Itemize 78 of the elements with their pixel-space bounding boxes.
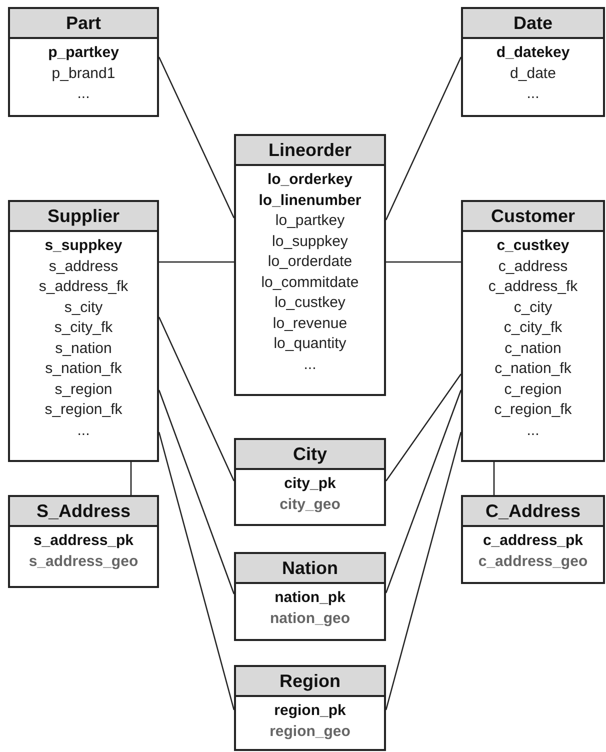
connector-line	[158, 56, 235, 218]
key-field: c_custkey	[496, 236, 570, 256]
key-field: d_datekey	[496, 43, 570, 64]
table-header: City	[236, 440, 384, 470]
field-name: ...	[526, 420, 540, 440]
field-name: c_address	[498, 256, 568, 276]
field-name: lo_custkey	[274, 293, 346, 313]
connector-line	[493, 462, 495, 495]
field-name: city_geo	[280, 494, 340, 514]
key-field: region_pk	[274, 701, 346, 722]
field-name: lo_partkey	[275, 211, 345, 231]
key-field: nation_pk	[274, 588, 346, 608]
table-box	[234, 552, 386, 641]
field-name: s_city	[64, 298, 103, 318]
connector-line	[385, 432, 462, 710]
key-field: s_address_pk	[33, 531, 134, 552]
table-header: Region	[236, 667, 384, 697]
field-name: lo_quantity	[274, 334, 346, 354]
table-header: Part	[10, 9, 157, 39]
field-name: s_address_geo	[28, 552, 138, 572]
field-name: d_date	[510, 64, 556, 84]
connector-line	[385, 390, 462, 594]
field-name: s_nation	[55, 338, 112, 358]
field-name: ...	[77, 84, 90, 104]
field-name: s_region_fk	[44, 400, 122, 420]
field-name: lo_commitdate	[261, 272, 359, 292]
table-header: Lineorder	[236, 136, 384, 166]
table-header: Supplier	[10, 202, 157, 232]
field-name: ...	[77, 420, 90, 440]
table-header: C_Address	[463, 497, 603, 527]
key-field: lo_linenumber	[258, 190, 362, 211]
key-field: city_pk	[284, 474, 336, 494]
field-name: c_city_fk	[504, 318, 562, 338]
field-name: c_address_geo	[478, 552, 588, 572]
field-name: s_city_fk	[54, 318, 113, 338]
connector-line	[158, 316, 235, 482]
key-field: lo_orderkey	[267, 170, 353, 190]
field-name: c_region_fk	[494, 400, 572, 420]
key-field: s_suppkey	[44, 236, 122, 256]
field-name: c_region	[504, 380, 562, 400]
field-name: p_brand1	[52, 64, 116, 84]
field-name: lo_suppkey	[272, 232, 348, 252]
connector-line	[385, 56, 462, 220]
table-header: Nation	[236, 554, 384, 584]
table-box	[461, 7, 605, 117]
table-box	[8, 495, 159, 588]
connector-line	[158, 432, 235, 710]
connector-line	[385, 374, 462, 482]
table-header: S_Address	[10, 497, 157, 527]
field-name: c_nation_fk	[494, 359, 572, 379]
field-name: c_nation	[504, 338, 562, 358]
key-field: p_partkey	[48, 43, 119, 64]
connector-line	[159, 261, 234, 263]
connector-line	[386, 261, 461, 263]
field-name: nation_geo	[270, 608, 350, 628]
key-field: c_address_pk	[482, 531, 584, 552]
field-name: c_city	[514, 298, 552, 318]
field-name: s_nation_fk	[45, 359, 122, 379]
field-name: s_address_fk	[38, 277, 128, 297]
table-header: Customer	[463, 202, 603, 232]
table-header: Date	[463, 9, 603, 39]
field-name: s_address	[48, 256, 118, 276]
field-name: c_address_fk	[488, 277, 578, 297]
table-box	[8, 7, 159, 117]
table-box	[234, 134, 386, 396]
table-box	[461, 200, 605, 462]
table-box	[461, 495, 605, 584]
table-box	[8, 200, 159, 462]
field-name: ...	[304, 354, 316, 374]
field-name: s_region	[54, 380, 112, 400]
connector-line	[158, 390, 235, 594]
field-name: region_geo	[270, 722, 350, 742]
connector-line	[130, 462, 132, 495]
field-name: lo_revenue	[272, 314, 348, 334]
field-name: lo_orderdate	[268, 252, 352, 272]
table-box	[234, 665, 386, 751]
field-name: ...	[526, 84, 540, 104]
table-box	[234, 438, 386, 526]
